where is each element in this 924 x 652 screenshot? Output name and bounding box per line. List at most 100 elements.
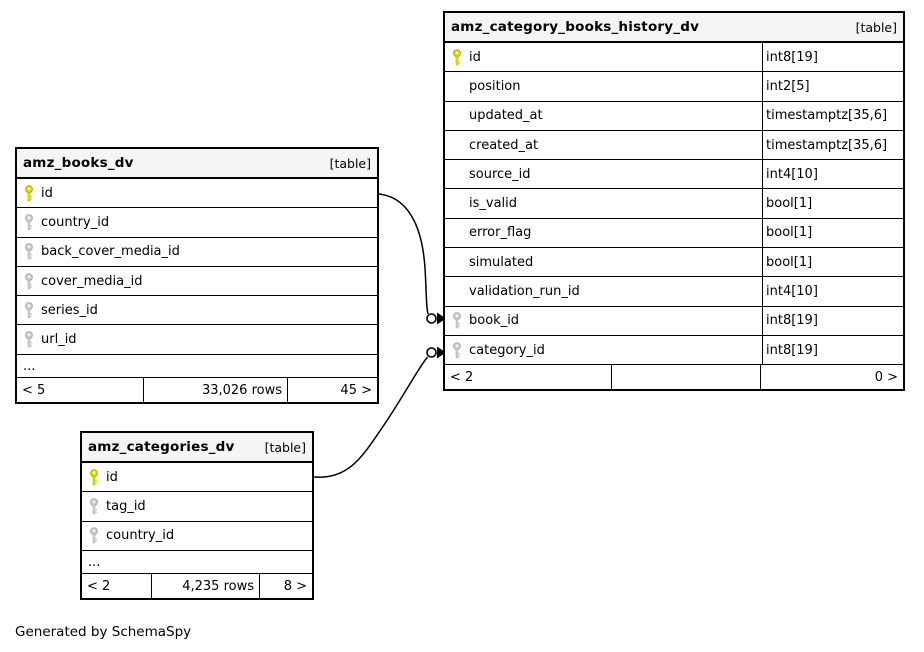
foreign-key-icon <box>452 341 461 358</box>
degrees-in-indicator: < 2 <box>87 578 111 594</box>
column-name: url_id <box>41 332 77 348</box>
table-name[interactable]: amz_category_books_history_dv <box>451 19 700 35</box>
column-type-cell: bool[1] <box>762 218 903 248</box>
generated-by-note: Generated by SchemaSpy <box>15 624 192 640</box>
primary-key-icon <box>89 468 98 485</box>
column-name-cell: url_id <box>17 325 377 353</box>
column-name: id <box>469 49 481 65</box>
foreign-key-icon <box>24 243 33 260</box>
column-name-cell: cover_media_id <box>17 267 377 295</box>
key-icon-slot <box>445 341 469 359</box>
column-row-category_id: category_id int8[19] <box>445 335 903 366</box>
column-name: country_id <box>106 528 175 544</box>
column-row-country_id: country_id <box>17 208 377 238</box>
column-row-validation_run_id: validation_run_id int4[10] <box>445 277 903 307</box>
column-type-cell: int4[10] <box>762 277 903 306</box>
fk-line-books-to-history <box>378 193 429 315</box>
column-row-id: id int8[19] <box>445 43 903 73</box>
column-name: country_id <box>41 214 110 230</box>
foreign-key-icon <box>89 498 98 515</box>
column-name: source_id <box>469 166 531 182</box>
foreign-key-icon <box>24 214 33 231</box>
column-row-tag_id: tag_id <box>82 492 312 522</box>
column-name: validation_run_id <box>469 284 580 300</box>
degrees-in-indicator: < 5 <box>22 382 46 398</box>
column-name: cover_media_id <box>41 273 143 289</box>
column-name-cell: id <box>17 179 377 207</box>
column-name-cell: country_id <box>17 208 377 236</box>
column-name: is_valid <box>469 196 518 212</box>
column-rows: id country_id back_cover_media_id cover_med… <box>17 179 377 379</box>
column-name: simulated <box>469 254 534 270</box>
table-type-badge: [table] <box>329 155 371 171</box>
fk-line-categories-to-history <box>313 356 429 478</box>
table-footer: < 5 33,026 rows 45 > <box>17 378 377 403</box>
column-name-cell: source_id <box>445 160 762 188</box>
table-name[interactable]: amz_books_dv <box>23 155 134 171</box>
fk-arrowhead <box>437 312 446 325</box>
key-icon-slot <box>17 331 41 348</box>
foreign-key-icon <box>452 312 461 329</box>
column-name-cell: is_valid <box>445 189 762 217</box>
ellipsis-label: ... <box>23 358 36 374</box>
column-name: category_id <box>469 342 545 358</box>
column-row-cover_media_id: cover_media_id <box>17 267 377 297</box>
column-name-cell: updated_at <box>445 102 762 130</box>
key-icon-slot <box>17 214 41 231</box>
column-type-cell: int8[19] <box>762 43 903 72</box>
column-name-cell: back_cover_media_id <box>17 238 377 266</box>
table-header: amz_books_dv [table] <box>17 149 377 179</box>
column-name: tag_id <box>106 498 146 514</box>
column-rows: id tag_id country_id... <box>82 463 312 575</box>
row-count: 4,235 rows <box>151 574 259 599</box>
foreign-key-icon <box>89 527 98 544</box>
key-icon-slot <box>445 312 469 329</box>
column-name-cell: id <box>445 43 762 71</box>
table-type-badge: [table] <box>855 19 897 35</box>
key-icon-slot <box>82 468 106 486</box>
column-name-cell: position <box>445 72 762 100</box>
column-name: back_cover_media_id <box>41 244 180 260</box>
table-footer: < 2 4,235 rows 8 > <box>82 574 312 599</box>
column-row-country_id: country_id <box>82 522 312 551</box>
column-name-cell: country_id <box>82 522 312 550</box>
column-name-cell: id <box>82 463 312 491</box>
column-type-cell: int2[5] <box>762 72 903 101</box>
column-row-simulated: simulated bool[1] <box>445 248 903 278</box>
primary-key-icon <box>24 184 33 201</box>
table-header: amz_category_books_history_dv [table] <box>445 13 903 43</box>
column-name: updated_at <box>469 108 543 124</box>
table-name[interactable]: amz_categories_dv <box>88 439 235 455</box>
key-icon-slot <box>17 302 41 319</box>
column-row-id: id <box>17 179 377 209</box>
key-icon-slot <box>17 243 41 260</box>
primary-key-icon <box>452 48 461 65</box>
table-node-amz-category-books-history-dv: amz_category_books_history_dv [table] id… <box>443 11 905 392</box>
column-type-cell: timestamptz[35,6] <box>762 130 903 160</box>
row-count <box>611 365 760 390</box>
foreign-key-icon <box>24 331 33 348</box>
column-type-cell: bool[1] <box>762 189 903 218</box>
degrees-out-indicator: 0 > <box>760 365 903 390</box>
degrees-in-indicator: < 2 <box>450 369 474 385</box>
column-name-cell: error_flag <box>445 219 762 247</box>
column-row-back_cover_media_id: back_cover_media_id <box>17 238 377 267</box>
column-row-url_id: url_id <box>17 325 377 355</box>
column-row-series_id: series_id <box>17 296 377 326</box>
key-icon-slot <box>82 498 106 515</box>
column-name: id <box>41 185 53 201</box>
column-name: book_id <box>469 313 520 329</box>
foreign-key-icon <box>24 272 33 289</box>
column-type-cell: bool[1] <box>762 248 903 277</box>
column-name: id <box>106 469 118 485</box>
column-row-ellipsis: ... <box>82 551 312 575</box>
key-icon-slot <box>445 48 469 66</box>
foreign-key-icon <box>24 302 33 319</box>
column-type-cell: int8[19] <box>762 335 903 365</box>
column-name: created_at <box>469 137 539 153</box>
